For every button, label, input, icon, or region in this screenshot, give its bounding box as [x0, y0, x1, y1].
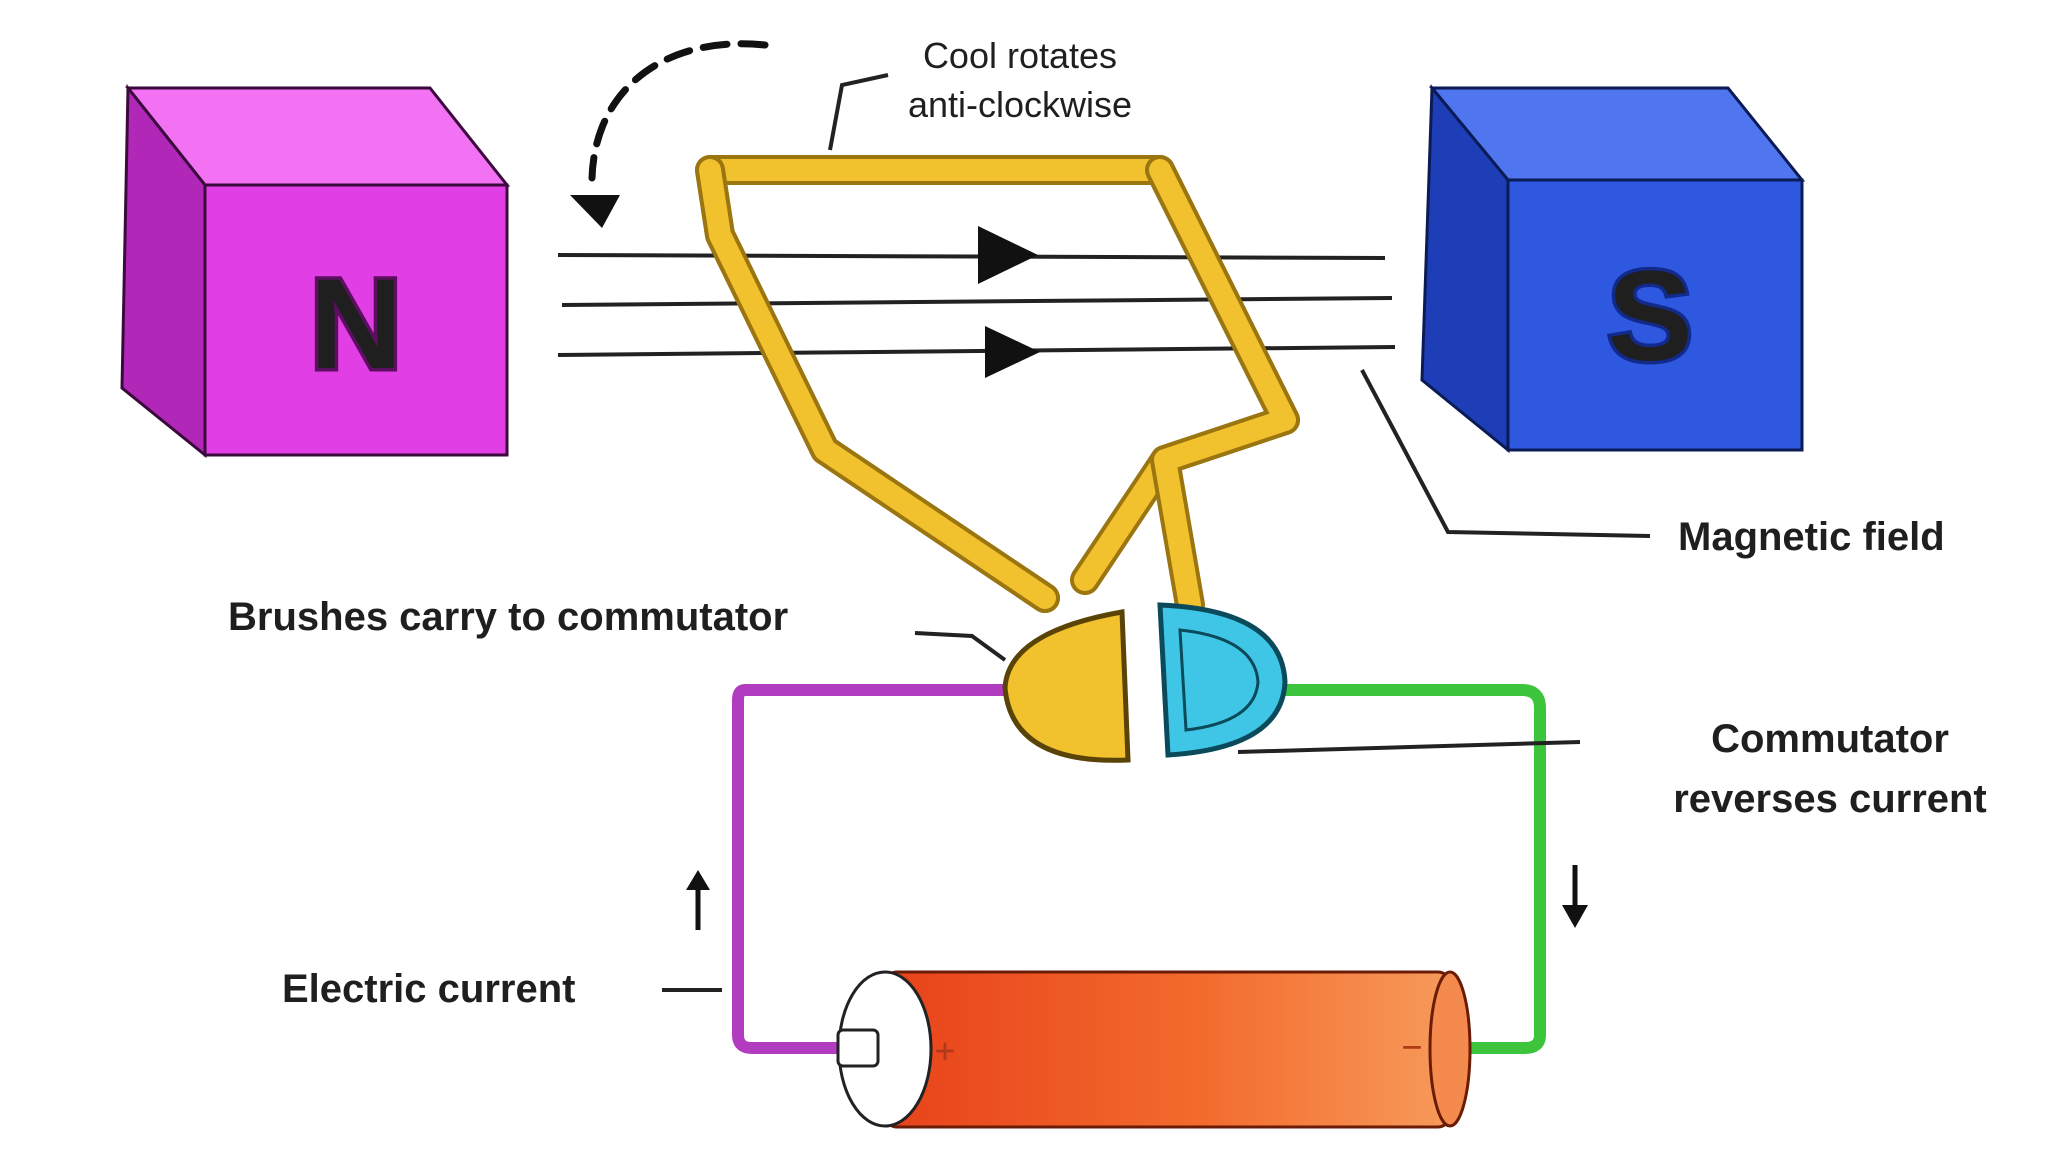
commutator-right-half	[1157, 602, 1288, 758]
field-line-bottom	[557, 345, 1396, 357]
brushes-label: Brushes carry to commutator	[228, 595, 788, 639]
battery-negative-end	[1428, 970, 1472, 1128]
coil-right-side	[1149, 159, 1296, 616]
south-magnet-front-face	[1506, 178, 1804, 452]
commutator-leader	[1237, 740, 1581, 754]
right-wire	[1275, 684, 1546, 1054]
coil-rotates-label-line1: Cool rotates	[923, 35, 1117, 76]
field-arrow-bottom-icon	[985, 326, 1040, 378]
battery-positive-sign: +	[935, 1031, 955, 1071]
rotation-arrowhead-icon	[570, 195, 620, 228]
commutator-left-half	[1002, 609, 1131, 763]
commutator	[1002, 602, 1288, 763]
current-arrow-down-icon	[1562, 865, 1588, 928]
rotation-arrow	[570, 40, 769, 228]
left-wire	[732, 684, 1012, 1054]
field-arrow-top-icon	[978, 226, 1038, 284]
leader-lines	[662, 73, 1651, 992]
magnetic-field-lines	[557, 226, 1396, 378]
field-line-middle	[561, 296, 1393, 307]
commutator-label-line1: Commutator	[1711, 717, 1949, 761]
north-pole-letter: N	[310, 253, 402, 396]
battery: + −	[836, 970, 1472, 1129]
magnetic-field-label: Magnetic field	[1678, 515, 1945, 559]
battery-body	[883, 970, 1452, 1129]
commutator-label-line2: reverses current	[1673, 777, 1987, 821]
south-pole-letter: S	[1607, 245, 1692, 388]
coil-front-side	[699, 159, 1056, 609]
field-line-top	[557, 253, 1386, 260]
rotation-arrow-path	[588, 40, 769, 182]
commutator-right-inner	[1178, 628, 1260, 732]
coil-label-leader	[828, 73, 889, 151]
current-arrow-up-icon	[686, 870, 710, 930]
electric-current-label: Electric current	[282, 967, 575, 1011]
coil-rotates-label-line2: anti-clockwise	[908, 84, 1132, 125]
magnetic-field-leader	[1360, 369, 1651, 538]
north-magnet-front-face	[203, 183, 509, 457]
battery-negative-sign: −	[1402, 1027, 1422, 1067]
north-magnet: N	[120, 83, 511, 459]
battery-terminal	[836, 1028, 880, 1068]
brushes-leader	[914, 631, 1007, 662]
south-magnet: S	[1420, 83, 1806, 454]
